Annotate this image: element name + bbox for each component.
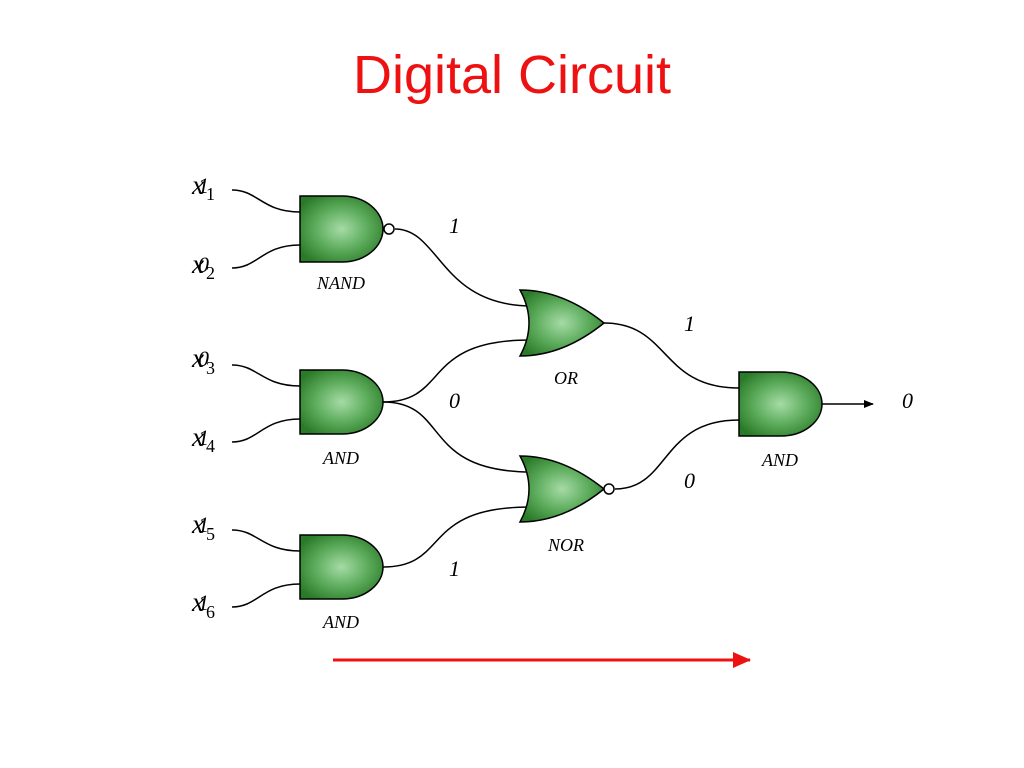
wire-x6	[231, 583, 301, 608]
input-label-1: x 1 1	[191, 170, 215, 204]
input-label-3: x 0 3	[191, 343, 215, 378]
wire-x3	[231, 364, 301, 387]
wire-x4	[231, 418, 301, 443]
input-label-4: x 1 4	[191, 422, 215, 456]
nor-gate-label: NOR	[547, 535, 584, 555]
nand-gate: NAND	[299, 195, 395, 293]
input-value-5: 1	[198, 512, 209, 537]
input-value-2: 0	[198, 252, 209, 277]
nor-output-bubble	[603, 483, 615, 495]
input-label-6: x 1 6	[191, 587, 215, 622]
and-gate-1: AND	[299, 369, 384, 468]
input-var-3: x	[191, 343, 204, 373]
input-value-3: 0	[198, 346, 209, 371]
wire-nand-to-or	[394, 228, 533, 307]
input-sub-5: 5	[206, 524, 215, 544]
wire-or-to-and	[603, 322, 740, 389]
nor-gate: NOR	[518, 455, 615, 555]
signal-or-out: 1	[684, 311, 695, 336]
signal-nor-out: 0	[684, 468, 695, 493]
slide-title: Digital Circuit	[352, 45, 672, 105]
input-sub-1: 1	[206, 184, 215, 204]
input-label-2: x 0 2	[191, 249, 215, 283]
input-sub-2: 2	[206, 263, 215, 283]
wire-and2-to-or	[382, 339, 531, 403]
or-gate: OR	[518, 289, 606, 388]
input-label-5: x 1 5	[191, 509, 215, 544]
input-var-6: x	[191, 587, 204, 617]
input-value-4: 1	[198, 425, 209, 450]
input-sub-6: 6	[206, 602, 215, 622]
signal-final-out: 0	[902, 388, 913, 413]
input-sub-3: 3	[206, 358, 215, 378]
wire-nor-to-and	[614, 419, 740, 490]
or-gate-label: OR	[554, 368, 578, 388]
signal-and2-out: 0	[449, 388, 460, 413]
and-gate-output-label: AND	[761, 450, 798, 470]
and-gate-output: AND	[738, 371, 823, 470]
signal-and3-out: 1	[449, 556, 460, 581]
input-var-2: x	[191, 249, 204, 279]
input-var-1: x	[191, 170, 204, 200]
and-gate-2: AND	[299, 534, 384, 632]
wire-x1	[231, 189, 301, 213]
wire-x5	[231, 529, 301, 552]
and-gate-2-label: AND	[322, 612, 359, 632]
wire-and3-to-nor	[382, 506, 531, 568]
input-value-6: 1	[198, 590, 209, 615]
input-value-1: 1	[198, 173, 209, 198]
and-gate-1-label: AND	[322, 448, 359, 468]
input-var-4: x	[191, 422, 204, 452]
signal-nand-out: 1	[449, 213, 460, 238]
input-var-5: x	[191, 509, 204, 539]
wire-and2-to-nor	[382, 401, 533, 473]
nand-output-bubble	[383, 223, 395, 235]
nand-gate-label: NAND	[316, 273, 365, 293]
input-sub-4: 4	[206, 436, 215, 456]
wire-x2	[231, 244, 301, 269]
